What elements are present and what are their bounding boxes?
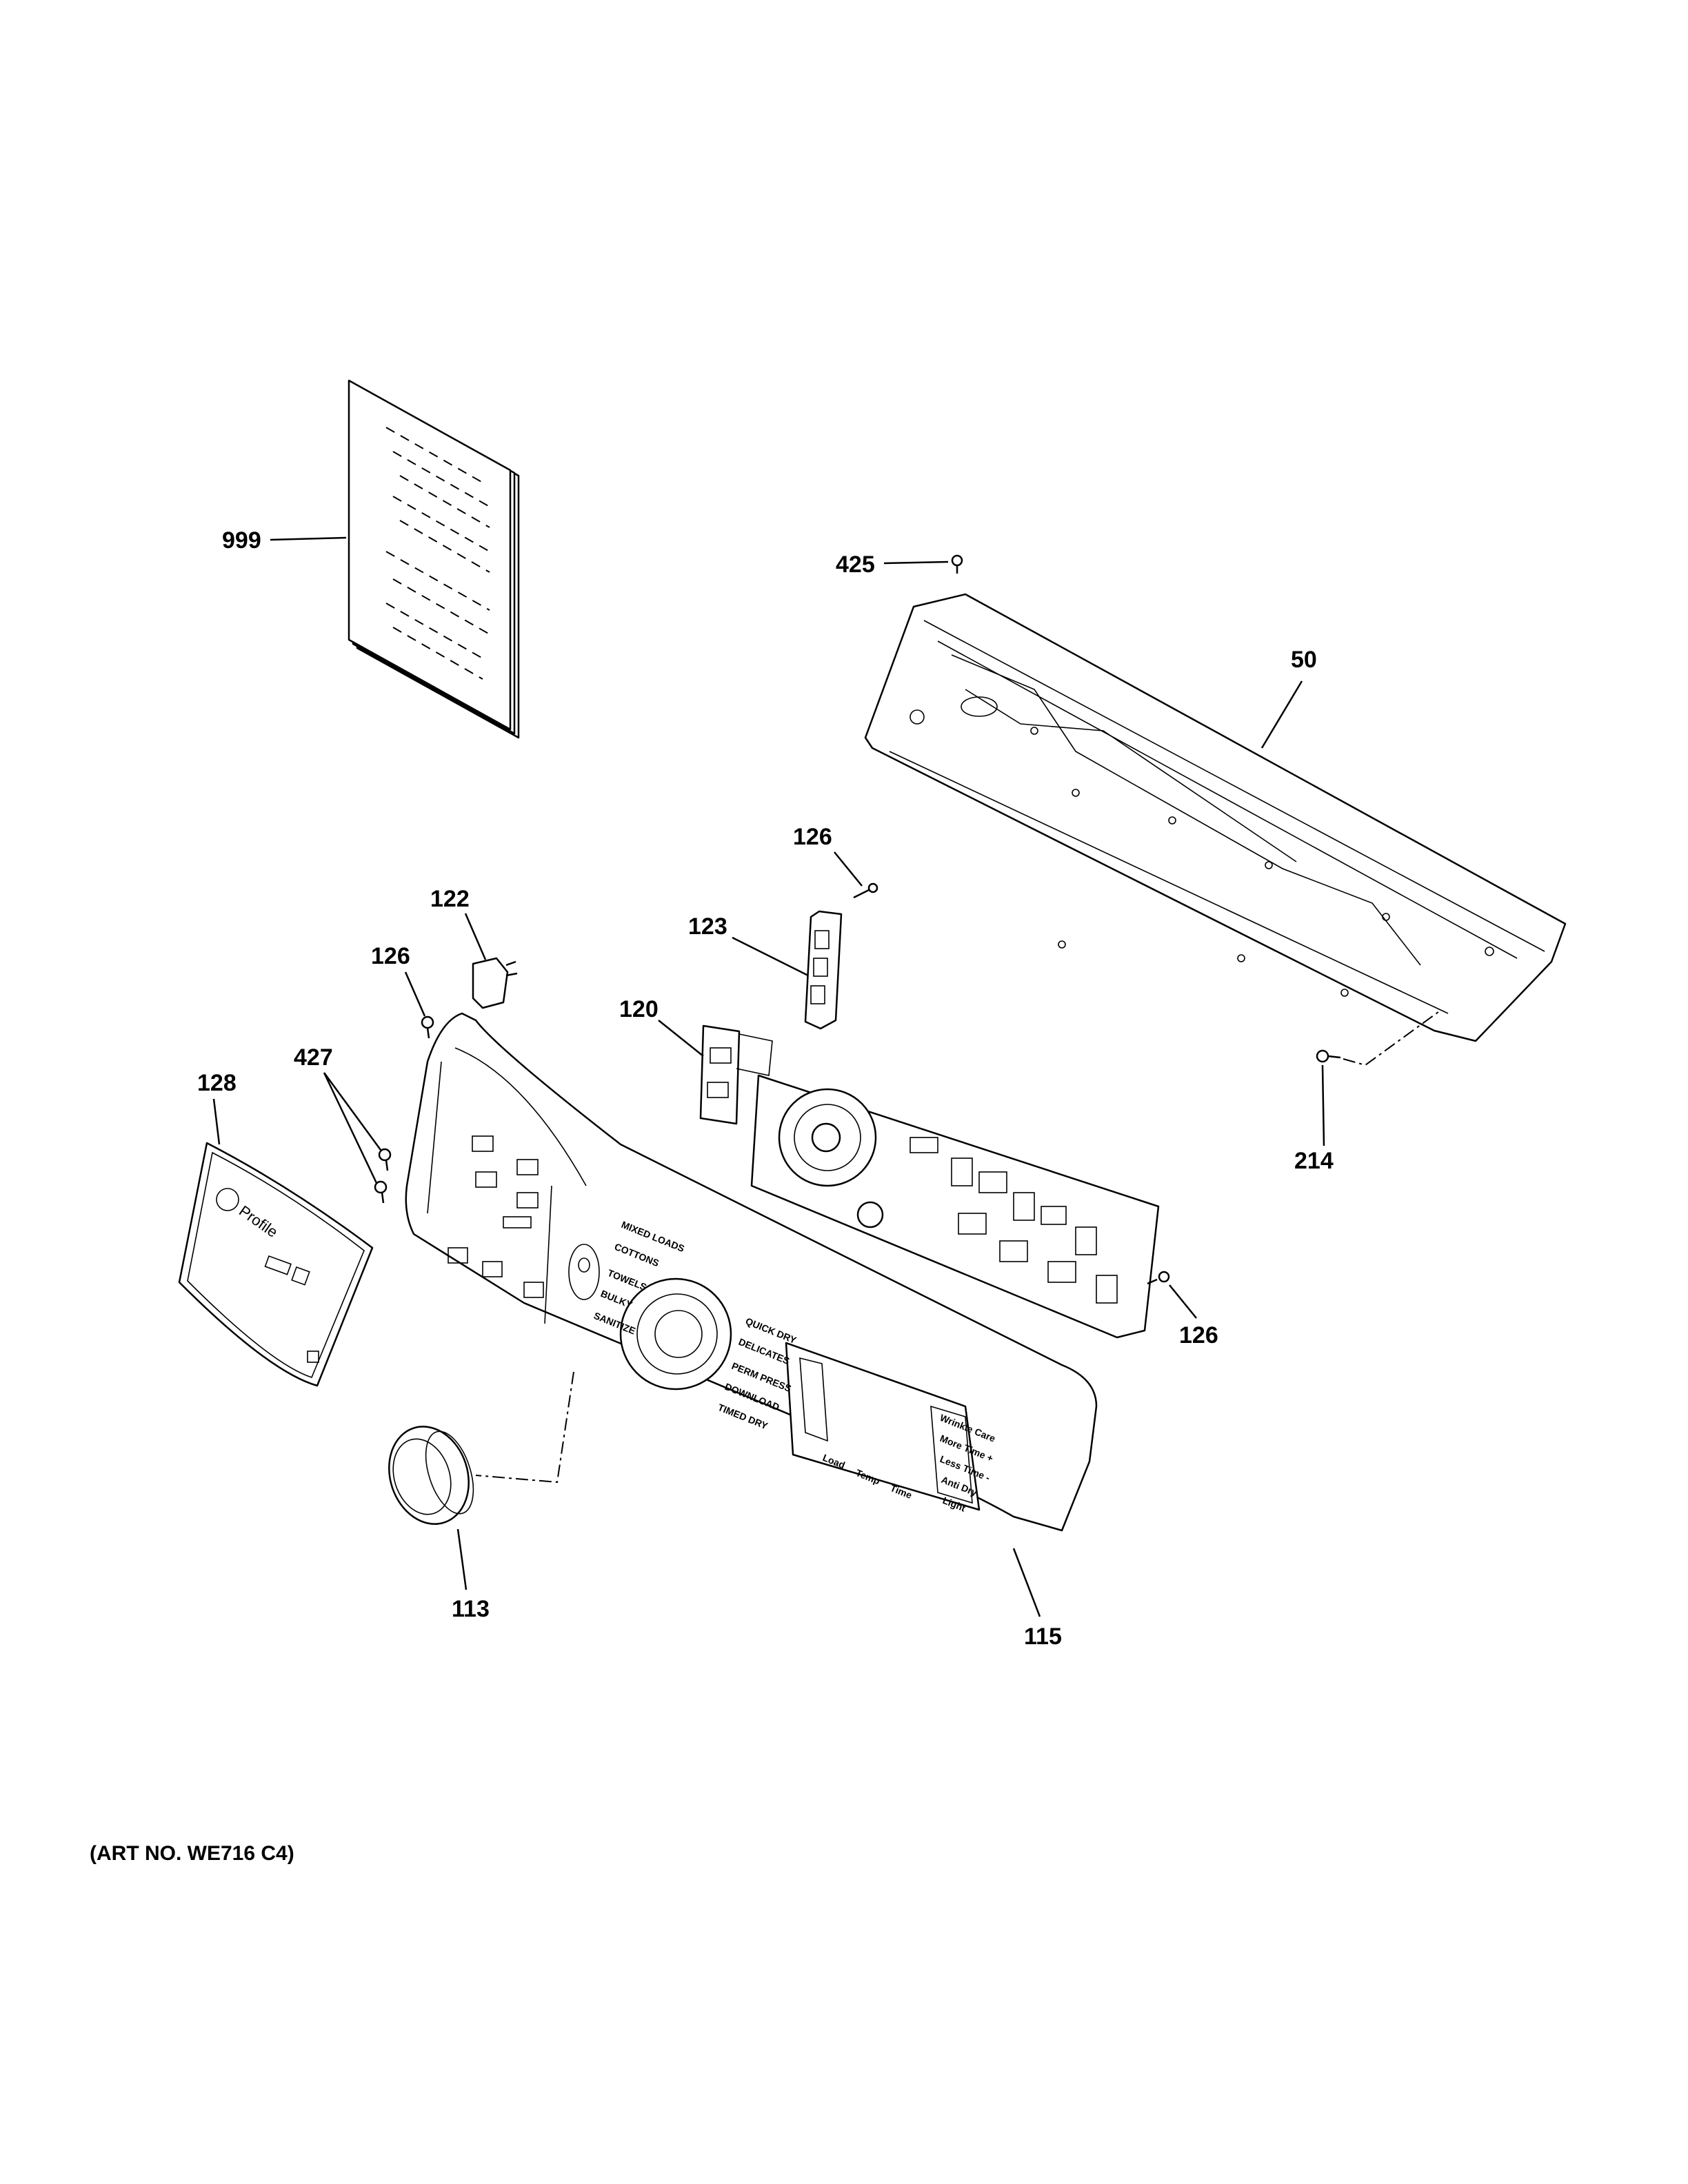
art-number: (ART NO. WE716 C4) — [90, 1842, 294, 1865]
callout-122: 122 — [430, 886, 487, 960]
callout-50: 50 — [1260, 647, 1317, 749]
part-113-knob — [388, 1426, 474, 1525]
callout-126-right-label: 126 — [1179, 1322, 1218, 1348]
callout-120: 120 — [619, 996, 704, 1057]
part-126-screw-top — [853, 882, 878, 899]
callout-126-left-label: 126 — [371, 943, 410, 969]
callout-120-label: 120 — [619, 996, 659, 1022]
callout-128-label: 128 — [197, 1070, 237, 1096]
callout-214: 214 — [1294, 1064, 1334, 1174]
part-425-screw — [951, 554, 963, 574]
assembly-line-113 — [475, 1371, 574, 1484]
part-120-board — [699, 1024, 773, 1125]
callout-123: 123 — [688, 913, 809, 977]
part-115-console — [405, 1012, 1098, 1532]
callout-115-label: 115 — [1024, 1624, 1062, 1650]
callout-999-label: 999 — [222, 527, 261, 554]
part-128-inlay: Profile — [178, 1142, 374, 1387]
callout-113-label: 113 — [452, 1596, 490, 1622]
part-126-screw-left — [421, 1015, 434, 1039]
callout-214-label: 214 — [1294, 1148, 1334, 1174]
part-122-cap — [472, 957, 518, 1009]
part-126-screw-right — [1147, 1271, 1170, 1285]
callout-999: 999 — [222, 527, 347, 554]
callout-113: 113 — [452, 1528, 490, 1622]
part-214-screw — [1316, 1049, 1341, 1063]
callout-425: 425 — [836, 552, 949, 578]
part-50-frame — [864, 593, 1567, 1042]
part-123-bracket — [804, 910, 843, 1030]
part-999-literature — [348, 379, 520, 739]
callout-50-label: 50 — [1291, 647, 1317, 673]
callout-126-top-label: 126 — [793, 824, 832, 850]
callout-115: 115 — [1012, 1548, 1062, 1650]
callout-128: 128 — [197, 1070, 237, 1145]
callout-122-label: 122 — [430, 886, 470, 912]
callout-427: 427 — [294, 1044, 382, 1184]
part-427-screws — [374, 1148, 392, 1204]
callout-123-label: 123 — [688, 913, 727, 940]
callout-126-top: 126 — [793, 824, 863, 887]
part-main-control-board — [750, 1074, 1160, 1339]
callout-427-label: 427 — [294, 1044, 333, 1071]
callout-425-label: 425 — [836, 552, 875, 578]
assembly-line-214 — [1343, 1009, 1442, 1066]
callout-126-right: 126 — [1169, 1284, 1218, 1348]
callout-126-left: 126 — [371, 943, 426, 1017]
